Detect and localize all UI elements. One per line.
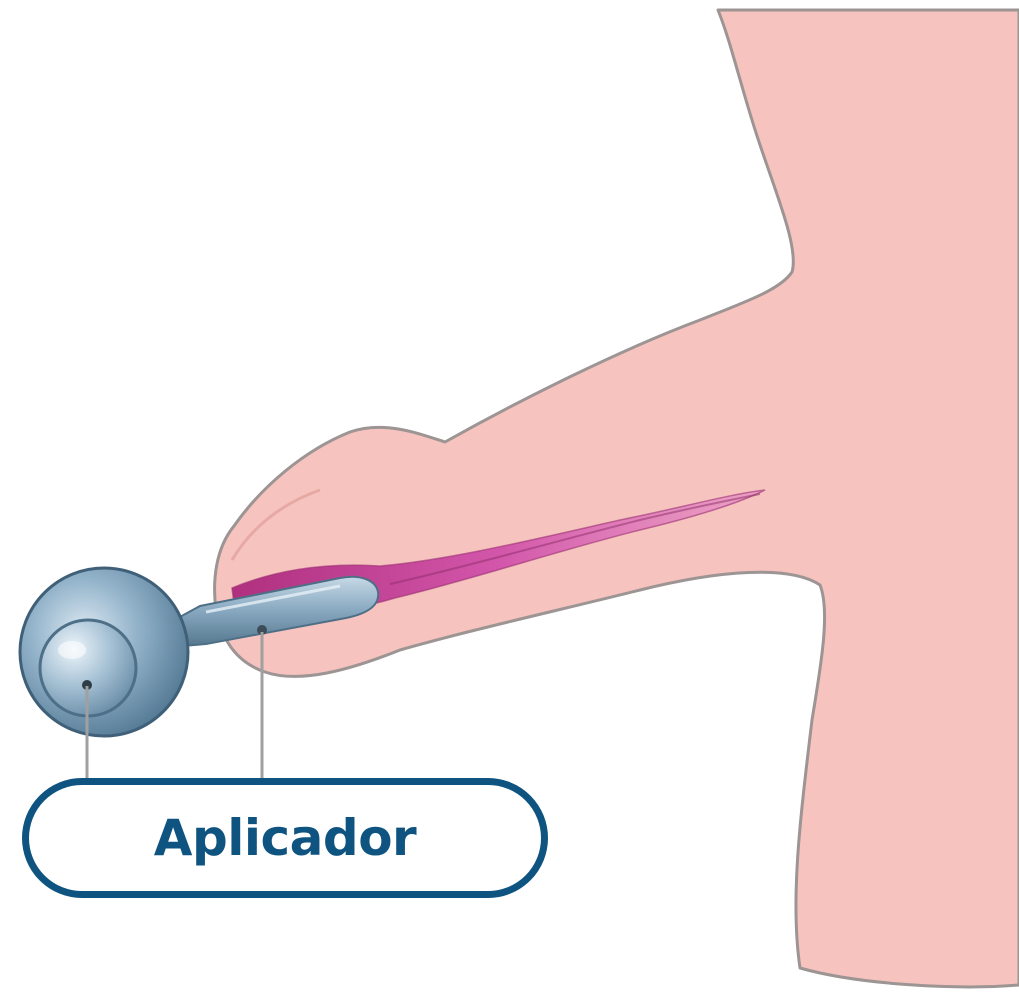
applicator-bulb-icon	[20, 568, 188, 736]
label-pill: Aplicador	[22, 778, 548, 898]
applicator-label: Aplicador	[154, 813, 416, 863]
